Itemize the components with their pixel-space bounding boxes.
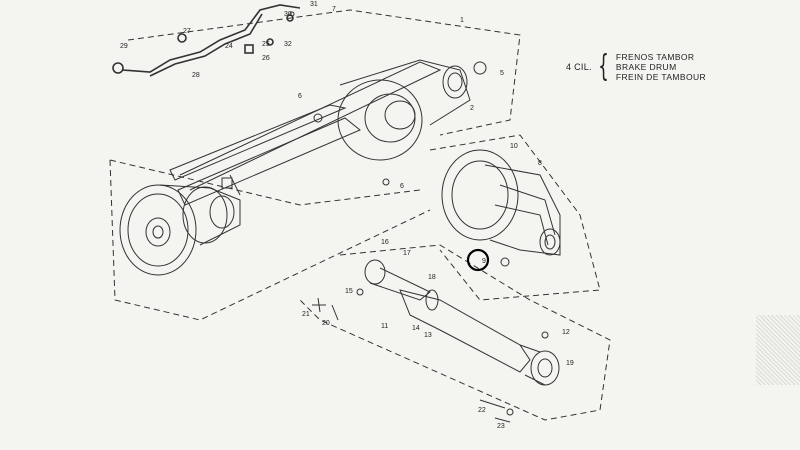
callout-5: 5 xyxy=(500,70,504,77)
callout-10: 10 xyxy=(510,143,518,150)
callout-32: 32 xyxy=(284,41,292,48)
callout-17: 17 xyxy=(403,250,411,257)
callout-11: 11 xyxy=(381,323,388,330)
highlight-circle xyxy=(466,248,490,272)
callout-1: 1 xyxy=(460,17,464,24)
callout-22: 22 xyxy=(478,407,486,414)
callout-27: 27 xyxy=(183,28,191,35)
callout-8: 8 xyxy=(538,160,542,167)
scan-noise xyxy=(756,315,800,385)
callout-13: 13 xyxy=(424,332,432,339)
callout-labels: 1 2 5 6 6 7 8 9 10 11 12 13 14 15 16 17 … xyxy=(120,1,574,430)
callout-6b: 6 xyxy=(400,183,404,190)
cylinder-label: 4 CIL. xyxy=(566,62,592,72)
differential-carrier xyxy=(382,149,561,272)
callout-12: 12 xyxy=(562,329,570,336)
callout-9: 9 xyxy=(482,258,486,265)
callout-21: 21 xyxy=(302,311,310,318)
callout-29: 29 xyxy=(120,43,128,50)
callout-30: 30 xyxy=(284,11,292,18)
brace-icon: { xyxy=(598,49,609,84)
bolts-and-nuts xyxy=(289,11,514,423)
axle-housing xyxy=(169,59,487,206)
callout-18: 18 xyxy=(428,274,436,281)
callout-14: 14 xyxy=(412,325,420,332)
axle-group-outline-lower xyxy=(109,159,421,206)
callout-28: 28 xyxy=(192,72,200,79)
caption-lines: FRENOS TAMBOR BRAKE DRUM FREIN DE TAMBOU… xyxy=(616,52,706,82)
callout-7: 7 xyxy=(332,6,336,13)
driveshaft-group-outline xyxy=(299,244,611,421)
brake-drum-assembly xyxy=(119,174,241,276)
differential-group-outline xyxy=(429,134,601,301)
callout-15: 15 xyxy=(345,288,353,295)
brake-type-caption: 4 CIL. { FRENOS TAMBOR BRAKE DRUM FREIN … xyxy=(566,49,706,84)
callout-23: 23 xyxy=(497,423,505,430)
callout-25: 25 xyxy=(262,41,270,48)
caption-line-english: BRAKE DRUM xyxy=(615,62,677,72)
axle-group-outline xyxy=(127,9,521,136)
callout-6: 6 xyxy=(298,93,302,100)
stabilizer-bar xyxy=(112,4,301,77)
callout-19: 19 xyxy=(566,360,574,367)
callout-24: 24 xyxy=(225,43,233,50)
callout-26: 26 xyxy=(262,55,270,62)
propeller-shaft xyxy=(356,259,560,386)
caption-line-french: FREIN DE TAMBOUR xyxy=(615,72,707,82)
callout-20: 20 xyxy=(322,320,330,327)
axle-group-outline-left xyxy=(109,159,431,321)
callout-31: 31 xyxy=(310,1,318,8)
callout-2: 2 xyxy=(470,105,474,112)
caption-line-spanish: FRENOS TAMBOR xyxy=(615,52,695,62)
callout-16: 16 xyxy=(381,239,389,246)
